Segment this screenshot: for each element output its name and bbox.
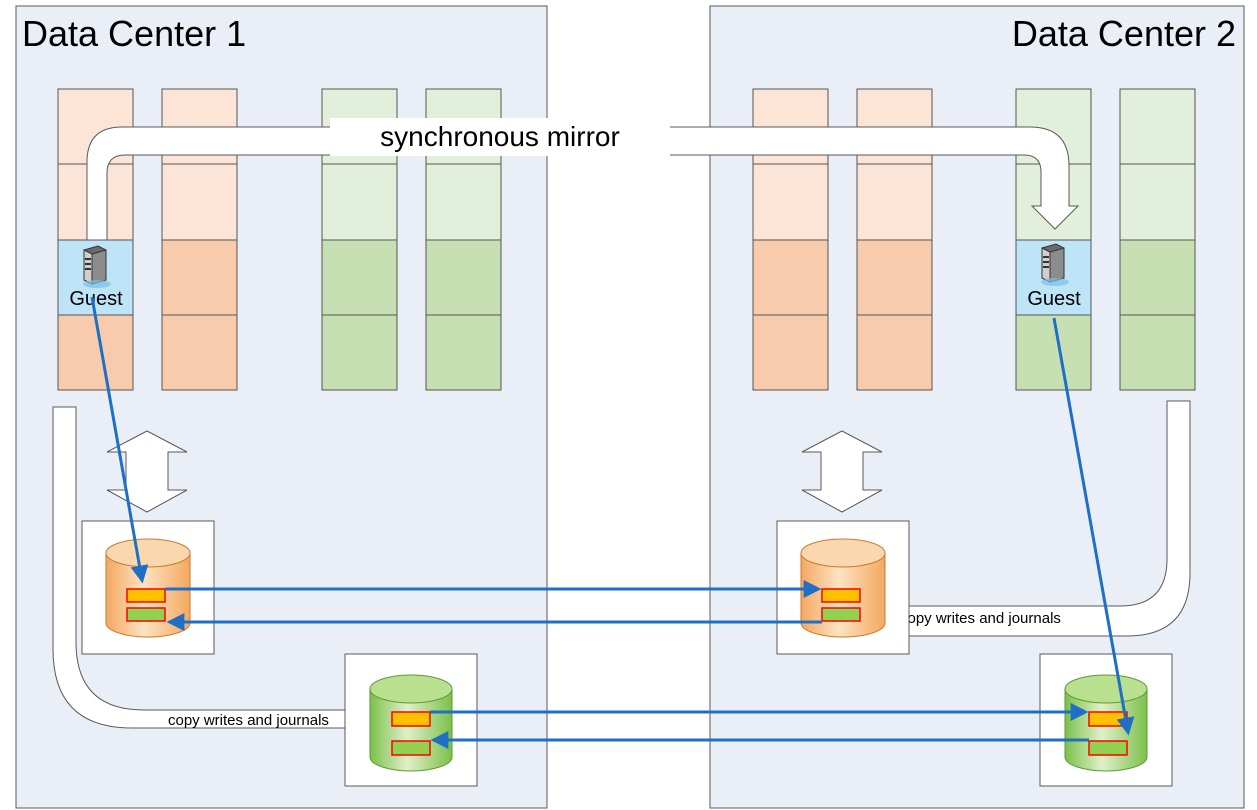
dc1-guest-write-arrow <box>90 296 149 584</box>
server-icon <box>83 245 111 288</box>
dc2-rack-column-1 <box>752 88 829 391</box>
synchronous-mirror-label: synchronous mirror <box>380 121 620 152</box>
dc2-journal-read-block <box>821 607 861 622</box>
dc2-secondary-journal-read-block <box>1088 740 1128 756</box>
dc1-secondary-journal-read-block <box>391 740 431 756</box>
dc1-secondary-journal-write-block <box>391 711 431 727</box>
guest-label-dc1: Guest <box>69 288 123 310</box>
data-center-2-title: Data Center 2 <box>1012 13 1236 54</box>
dc2-copy-writes-label: copy writes and journals <box>900 610 1061 627</box>
dc1-journal-write-block <box>126 588 166 603</box>
dc1-rack-column-1 <box>57 88 134 391</box>
guest-label-dc2: Guest <box>1027 288 1081 310</box>
data-center-1-title: Data Center 1 <box>22 13 246 54</box>
dc2-secondary-journal-write-block <box>1088 711 1128 727</box>
dc2-journal-write-block <box>821 588 861 603</box>
dc2-guest-write-arrow <box>1052 317 1135 736</box>
server-icon <box>1041 243 1069 286</box>
double-arrow-icon <box>801 430 883 513</box>
dc2-rack-column-4 <box>1119 88 1196 391</box>
database-icon <box>369 674 453 772</box>
mirror-label-bg <box>330 118 670 156</box>
dc1-copy-writes-label: copy writes and journals <box>168 712 329 729</box>
dc1-journal-read-block <box>126 607 166 622</box>
